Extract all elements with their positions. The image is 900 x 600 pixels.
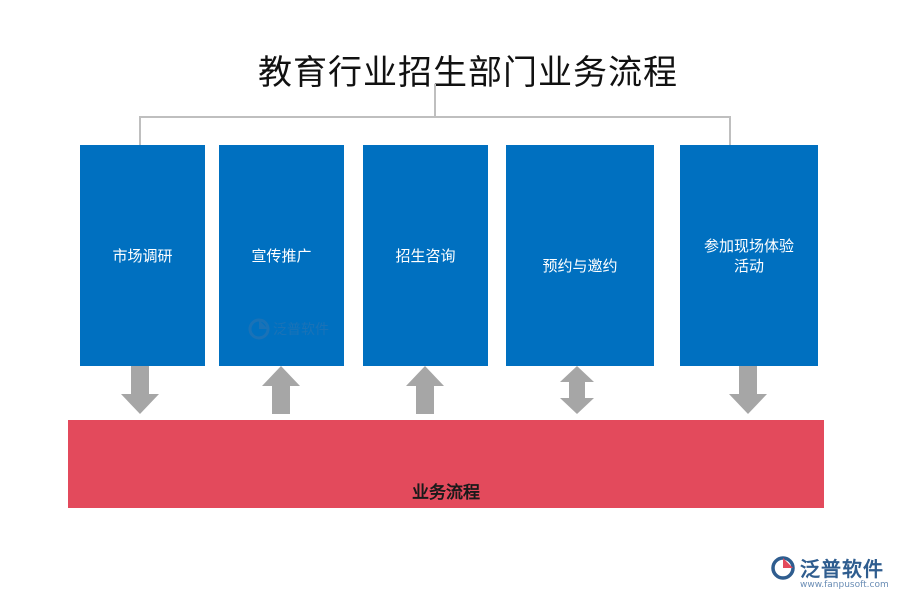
arrow-down-icon (121, 366, 159, 414)
watermark-logo-icon (248, 318, 270, 340)
brand-logo-text: 泛普软件 (800, 557, 884, 581)
step-box-promotion: 宣传推广 (219, 145, 344, 366)
brand-logo-icon (771, 555, 795, 580)
arrow-up-icon (406, 366, 444, 414)
bar-label: 业务流程 (412, 483, 480, 503)
step-box-appointment: 预约与邀约 (506, 145, 654, 366)
step-label-line2: 活动 (733, 256, 764, 275)
brand-url: www.fanpusoft.com (800, 580, 889, 590)
diagram-title: 教育行业招生部门业务流程 (258, 53, 678, 93)
watermark-text: 泛普软件 (273, 322, 329, 338)
step-label: 招生咨询 (395, 246, 456, 265)
step-box-consultation: 招生咨询 (363, 145, 488, 366)
step-box-onsite-experience: 参加现场体验 活动 (680, 145, 818, 366)
business-process-bar: 业务流程 (68, 420, 824, 508)
connector-lines (139, 84, 731, 145)
arrow-bidirectional-icon (560, 366, 594, 414)
step-label: 市场调研 (112, 246, 173, 265)
brand-logo: 泛普软件 www.fanpusoft.com (770, 553, 894, 595)
step-label: 预约与邀约 (542, 256, 618, 275)
arrow-down-icon (729, 366, 767, 414)
step-label: 宣传推广 (251, 246, 312, 265)
step-box-market-research: 市场调研 (80, 145, 205, 366)
arrow-up-icon (262, 366, 300, 414)
step-label: 参加现场体验 (703, 236, 794, 255)
watermark: 泛普软件 (248, 314, 348, 344)
